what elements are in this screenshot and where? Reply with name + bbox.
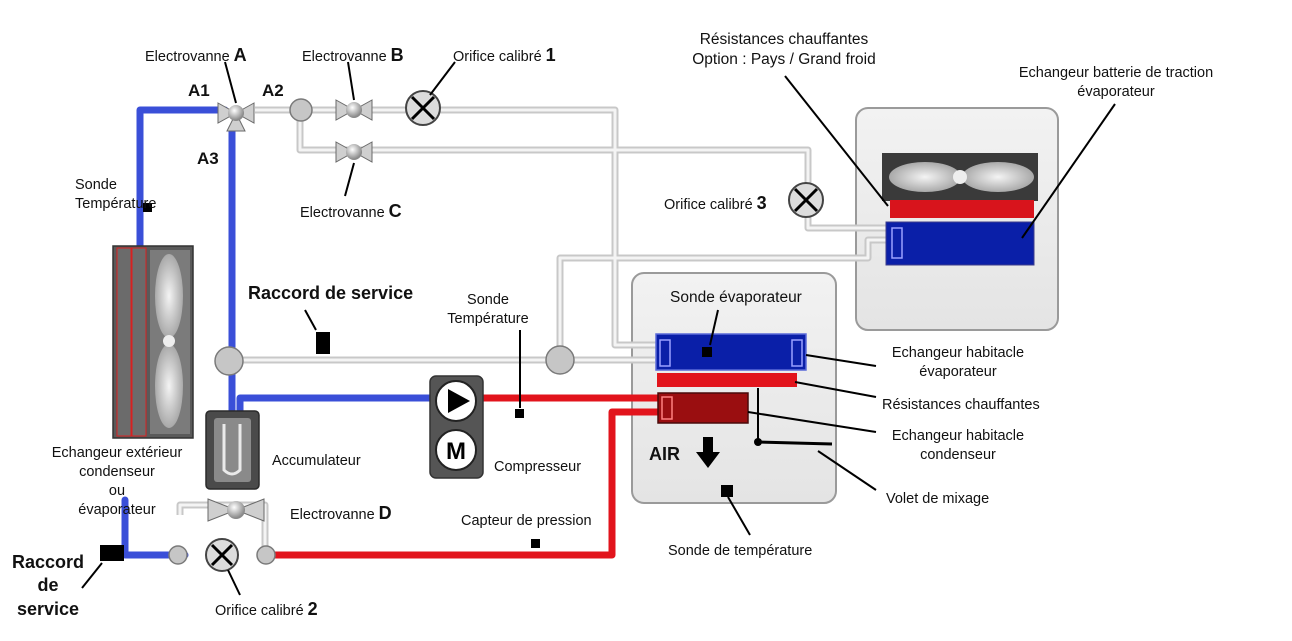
label-sonde-temperature-left: Sonde Température [75,177,157,212]
label-electrovanne-c: Electrovanne C [300,201,402,221]
exterior-temperature-sensor [143,203,152,212]
calibrated-orifice-icon [205,538,239,572]
label-sonde-temperature-bottom: Sonde de température [668,543,813,559]
fan-icon [889,162,961,192]
cabin-heating-resistance [657,373,797,387]
label-orifice-1: Orifice calibré 1 [453,45,556,65]
battery-exchanger-housing [855,107,1059,331]
battery-heating-resistance [890,200,1034,218]
label-compresseur: Compresseur [494,459,582,475]
mixing-flap [757,440,833,446]
high-pressure-pipes [264,394,664,559]
electrovalve-icon [335,99,373,121]
service-port-bottom [100,545,124,561]
calibrated-orifice-icon [405,90,441,126]
calibrated-orifice-icon [788,182,824,218]
label-battery-exchanger: Echangeur batterie de traction évaporate… [1018,65,1214,100]
arrow-down-icon [696,437,720,468]
cabin-hvac-housing [631,272,837,504]
accumulator [205,410,260,490]
label-raccord-service-bottom: Raccord de service [11,552,85,619]
label-electrovanne-b: Electrovanne B [302,45,404,65]
cabin-temperature-sensor [721,485,733,497]
electrovalve-icon [207,498,265,522]
fan-icon [155,254,183,338]
label-volet-mixage: Volet de mixage [886,491,990,507]
service-port-top [316,332,330,354]
label-capteur-pression: Capteur de pression [461,513,592,529]
evaporator-sensor [702,347,712,357]
pressure-sensor [531,539,540,548]
label-electrovanne-a: Electrovanne A [145,45,247,65]
compressor: M [429,375,484,479]
label-a3: A3 [197,149,219,168]
label-orifice-3: Orifice calibré 3 [664,193,767,213]
battery-fan [882,153,1038,201]
compressor-temperature-sensor [515,409,524,418]
cabin-condenser [657,392,749,424]
label-orifice-2: Orifice calibré 2 [215,599,318,619]
label-resistances-chauffantes: Résistances chauffantes [882,397,1040,413]
label-resistances-option: Résistances chauffantes Option : Pays / … [692,31,876,69]
label-electrovanne-d: Electrovanne D [290,503,392,523]
leader-lines [81,61,1116,596]
pipe-junctions [168,98,575,565]
label-air: AIR [649,444,680,464]
label-cabin-condenser: Echangeur habitacle condenseur [891,428,1025,463]
label-a1: A1 [188,81,210,100]
label-cabin-evaporator: Echangeur habitacle évaporateur [891,345,1025,380]
label-exterior-exchanger: Echangeur extérieur condenseur ou évapor… [51,445,183,518]
cabin-evaporator [655,333,807,371]
label-accumulateur: Accumulateur [272,453,361,469]
label-a2: A2 [262,81,284,100]
label-raccord-service-top: Raccord de service [248,283,414,303]
label-sonde-temperature-mid: Sonde Température [447,292,529,327]
motor-letter: M [446,438,466,465]
electrovalve-icon [217,102,255,132]
electrovalve-icon [335,141,373,163]
motor-icon [435,429,477,471]
battery-evaporator [885,221,1035,266]
label-sonde-evaporateur: Sonde évaporateur [670,289,802,306]
exterior-exchanger [112,245,194,439]
